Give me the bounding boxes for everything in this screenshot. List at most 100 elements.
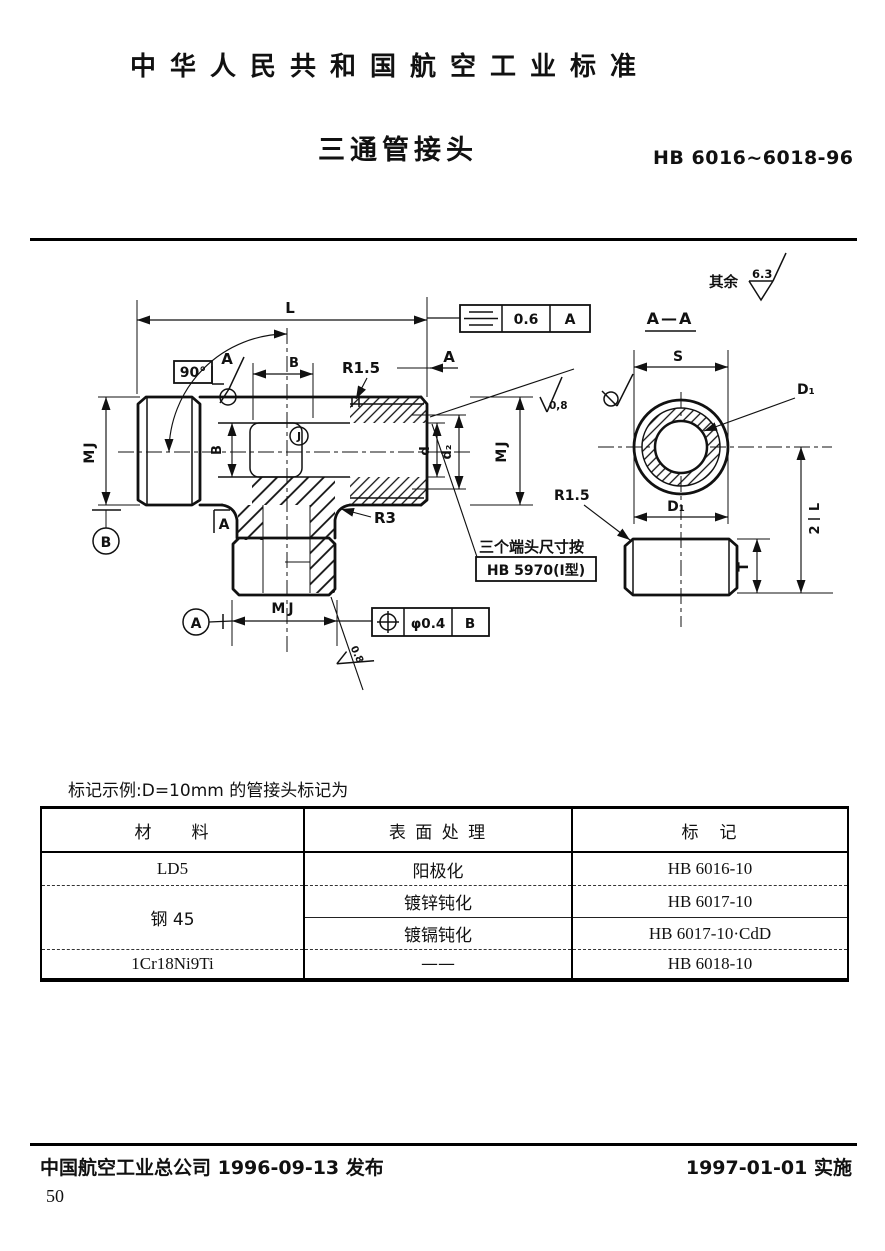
standard-number: HB 6016~6018-96 [653,147,854,169]
svg-text:A: A [565,312,576,328]
header-rule [30,238,857,241]
section-hatch-top-wall [350,398,427,423]
left-thread-end [136,395,202,507]
svg-text:A: A [219,517,230,533]
section-title: A—A [645,309,696,332]
cell-material: LD5 [40,852,305,886]
roughness-check-icon [539,376,563,413]
part-title: 三通管接头 [318,135,478,166]
table-row: 1Cr18Ni9Ti —— HB 6018-10 [40,949,849,980]
label-D1-leader: D₁ [703,382,815,432]
svg-text:MJ: MJ [494,439,510,462]
svg-text:A: A [443,348,455,366]
dimension-B-inner: B [210,423,237,477]
svg-text:d₂: d₂ [440,445,455,460]
table-row: 钢 45 镀锌钝化 HB 6017-10 [40,885,849,950]
default-roughness-note: 其余 6.3 [709,252,787,302]
svg-text:90°: 90° [180,365,206,381]
hex-flat-face [249,422,303,478]
section-arrow-right: A [397,348,458,373]
svg-text:D₁: D₁ [667,499,685,515]
header-treatment: 表 面 处 理 [303,807,573,853]
others-label: 其余 [709,273,738,291]
svg-text:L: L [808,503,823,511]
technical-drawing: J L 0.6 A [82,252,833,691]
svg-text:R1.5: R1.5 [342,359,380,377]
dimension-D1: D₁ [634,499,728,522]
publisher-line: 中国航空工业总公司 1996-09-13 发布 [40,1157,384,1179]
table-header-row: 材 料 表 面 处 理 标 记 [40,807,849,853]
r3-fillet [333,503,352,540]
svg-text:0,8: 0,8 [549,400,568,412]
header-material: 材 料 [40,807,305,853]
right-end-face [419,395,429,507]
marking-example-note: 标记示例:D=10mm 的管接头标记为 [68,781,349,801]
cell-marking: HB 6017-10 [571,885,849,918]
joint-mark-label: J [296,430,301,443]
position-icon [377,611,399,633]
radius-R1-5-side: R1.5 [554,488,631,541]
datum-B: B [92,509,121,555]
svg-text:R3: R3 [374,509,396,527]
cell-marking: HB 6018-10 [571,949,849,980]
svg-text:T: T [736,562,752,572]
svg-text:d: d [418,446,433,455]
radius-R1-5-top: R1.5 [342,359,380,400]
table-row: LD5 阳极化 HB 6016-10 [40,852,849,886]
dimension-MJ-left: MJ [82,396,140,506]
table-row: 镀镉钝化 HB 6017-10·CdD [41,917,849,950]
dimension-d: d [418,422,445,478]
note-line1: 三个端头尺寸按 [479,538,584,556]
cell-treatment: 阳极化 [303,852,573,886]
spec-table: 材 料 表 面 处 理 标 记 LD5 阳极化 HB 6016-10 钢 45 … [40,806,849,982]
section-flag-bottom-left: A [213,509,230,533]
section-hatch-branch-right [252,477,335,593]
material-table: 材 料 表 面 处 理 标 记 LD5 阳极化 HB 6016-10 钢 45 … [40,806,849,982]
position-tolerance-frame: φ0.4 B [371,607,490,637]
dimension-L-over-2: L 2 [796,447,823,593]
no-removal-surface-icon [219,356,245,406]
section-hatch-bottom-wall [350,477,427,505]
cell-treatment: 镀锌钝化 [303,885,573,918]
page-number: 50 [46,1186,64,1206]
no-removal-surface-icon [601,373,634,407]
symmetry-tolerance-frame: 0.6 A [427,304,591,333]
circular-section [632,398,730,496]
svg-text:MJ: MJ [82,440,98,463]
dimension-MJ-bottom: MJ [231,600,372,646]
footer-rule [30,1143,857,1146]
cell-marking: HB 6016-10 [571,852,849,886]
cell-material: 1Cr18Ni9Ti [40,949,305,980]
radius-R3: R3 [340,508,396,527]
symmetry-icon [464,311,498,326]
cell-material: 钢 45 [40,885,305,950]
svg-text:MJ: MJ [271,601,296,617]
svg-text:B: B [465,616,475,632]
surface-finish-08-top: 0,8 [429,368,575,418]
svg-text:2: 2 [808,525,823,534]
svg-text:A: A [221,350,233,368]
cell-treatment: —— [303,949,573,980]
joint-mark-circle [289,426,309,446]
dimension-MJ-right: MJ [470,396,533,506]
dimension-L: L [136,297,428,397]
side-hex-block [623,537,739,597]
svg-text:φ0.4: φ0.4 [411,616,445,632]
section-hatch-branch-left [238,505,263,540]
svg-text:A: A [191,616,202,632]
datum-A: A [182,608,233,636]
dimension-T: T [736,538,833,594]
dimension-B-top: B [252,356,314,420]
cell-marking: HB 6017-10·CdD [571,917,849,950]
main-view: J L 0.6 A [82,297,597,691]
svg-text:B: B [289,356,299,371]
note-line2: HB 5970(Ⅰ型) [487,562,585,579]
svg-text:S: S [673,349,683,365]
roughness-triangle-icon [748,252,787,302]
left-fillet [220,503,239,540]
section-flag-left: A [211,350,245,406]
page-title: 中华人民共和国航空工业标准 [130,52,651,82]
dim-L-label: L [285,299,295,317]
cell-treatment: 镀镉钝化 [303,917,573,950]
roughness-check-icon [336,651,375,665]
